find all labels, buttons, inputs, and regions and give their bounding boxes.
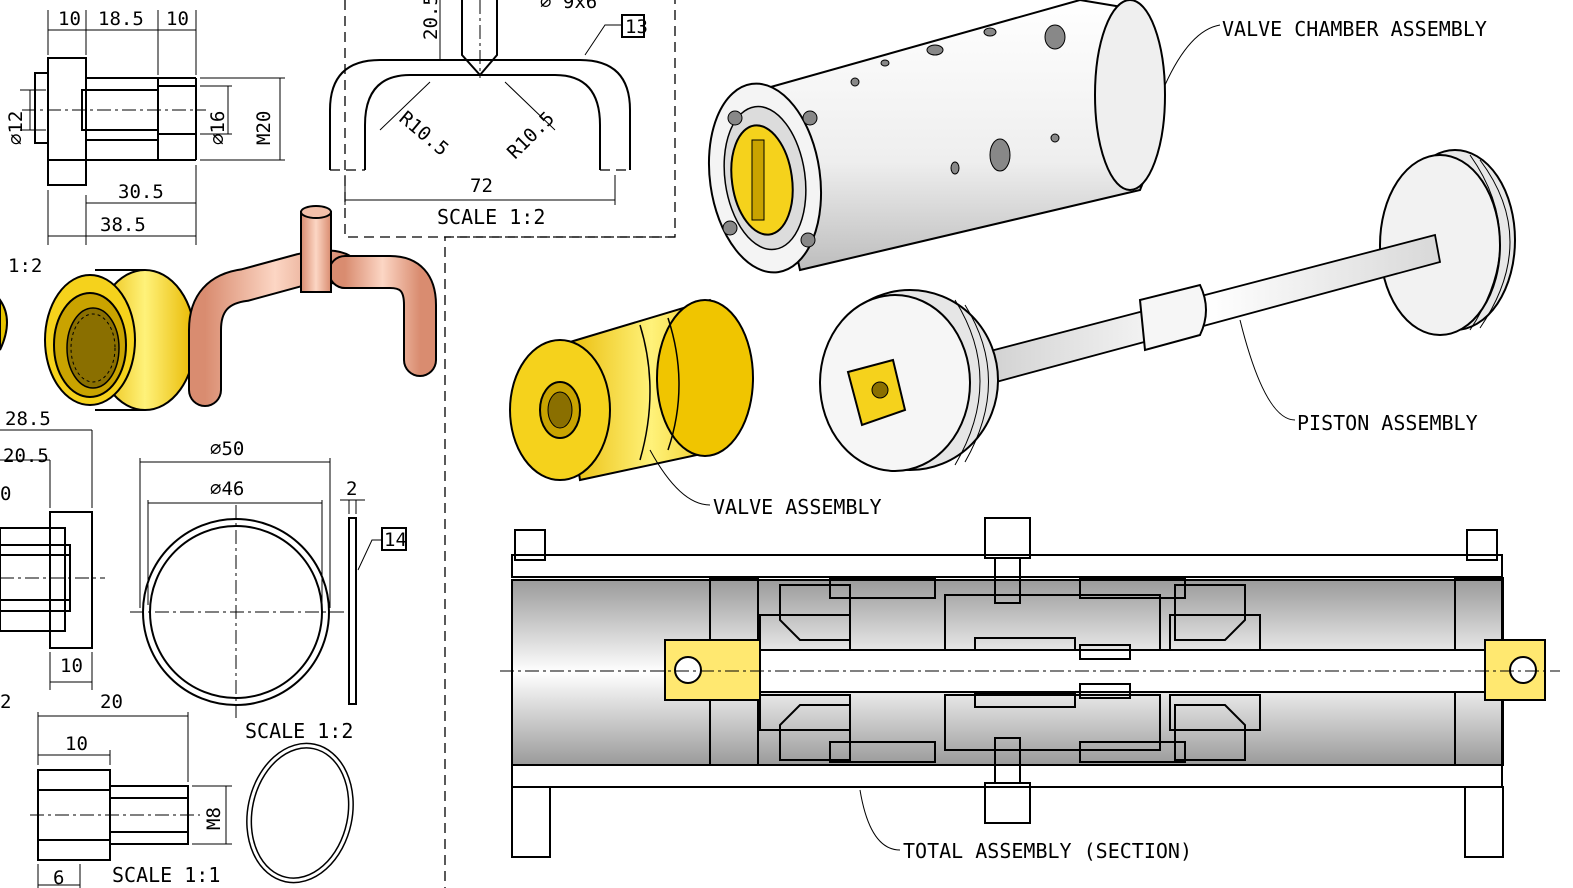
mid-fitting-section: 28.5 20.5 0 10 2 — [0, 408, 105, 713]
total-assembly-section: TOTAL ASSEMBLY (SECTION) — [500, 517, 1560, 863]
scale-tube: SCALE 1:2 — [437, 205, 545, 229]
label-total: TOTAL ASSEMBLY (SECTION) — [903, 839, 1192, 863]
dim-10-small: 10 — [65, 733, 88, 755]
dim-0-mid: 0 — [0, 483, 11, 505]
dim-38-5: 38.5 — [100, 214, 146, 236]
dim-r10-5b: R10.5 — [503, 108, 559, 164]
partial-yellow-part — [0, 298, 8, 351]
dim-dia50: ∅50 — [210, 438, 244, 460]
dim-hole: ∅ 9x6 — [540, 0, 597, 13]
dim-30-5: 30.5 — [118, 181, 164, 203]
dim-72: 72 — [470, 175, 493, 197]
dim-dia12: ∅12 — [5, 111, 27, 145]
dim-6-small: 6 — [53, 867, 64, 888]
piston-assembly-3d: PISTON ASSEMBLY — [819, 149, 1516, 472]
balloon-14-text: 14 — [384, 529, 407, 551]
ring-drawing: 14 ∅50 ∅46 2 SCALE 1:2 — [130, 438, 407, 884]
balloon-13-text: 13 — [625, 16, 648, 38]
dim-18-5: 18.5 — [98, 8, 144, 30]
dim-dia16: ∅16 — [207, 111, 229, 145]
dim-m20: M20 — [253, 111, 275, 145]
dim-m8: M8 — [203, 807, 225, 830]
tube-drawing: 13 20.5 ∅ 9x6 R10.5 R10.5 72 SCALE 1:2 — [329, 0, 648, 229]
brass-fitting-3d — [44, 269, 196, 411]
dim-10-mid: 10 — [60, 655, 83, 677]
dim-dia46: ∅46 — [210, 478, 244, 500]
dim-10a: 10 — [58, 8, 81, 30]
scale-ring: SCALE 1:2 — [245, 719, 353, 743]
dim-ring-t2: 2 — [346, 478, 357, 500]
dim-20-5-mid: 20.5 — [3, 445, 49, 467]
balloon-13 — [621, 14, 645, 38]
small-fitting-section: 20 10 M8 6 SCALE 1:1 — [30, 691, 232, 888]
top-fitting-section: 10 18.5 10 ∅12 ∅16 M20 30.5 38.5 1:2 — [5, 8, 285, 277]
dim-20-small: 20 — [100, 691, 123, 713]
dim-20-5: 20.5 — [420, 0, 442, 40]
dim-2-mid: 2 — [0, 691, 11, 713]
dim-28-5: 28.5 — [5, 408, 51, 430]
balloon-14 — [381, 527, 407, 551]
label-valve: VALVE ASSEMBLY — [713, 495, 882, 519]
view-borders — [344, 0, 676, 888]
dim-10b: 10 — [166, 8, 189, 30]
scale-small-fitting: SCALE 1:1 — [112, 863, 220, 887]
copper-tube-3d — [188, 205, 437, 407]
valve-assembly-3d: VALVE ASSEMBLY — [509, 298, 882, 519]
valve-chamber-3d: VALVE CHAMBER ASSEMBLY — [707, 0, 1487, 274]
label-valve-chamber: VALVE CHAMBER ASSEMBLY — [1222, 17, 1487, 41]
label-piston: PISTON ASSEMBLY — [1297, 411, 1478, 435]
dim-r10-5a: R10.5 — [395, 107, 453, 161]
scale-partial: 1:2 — [8, 255, 42, 277]
